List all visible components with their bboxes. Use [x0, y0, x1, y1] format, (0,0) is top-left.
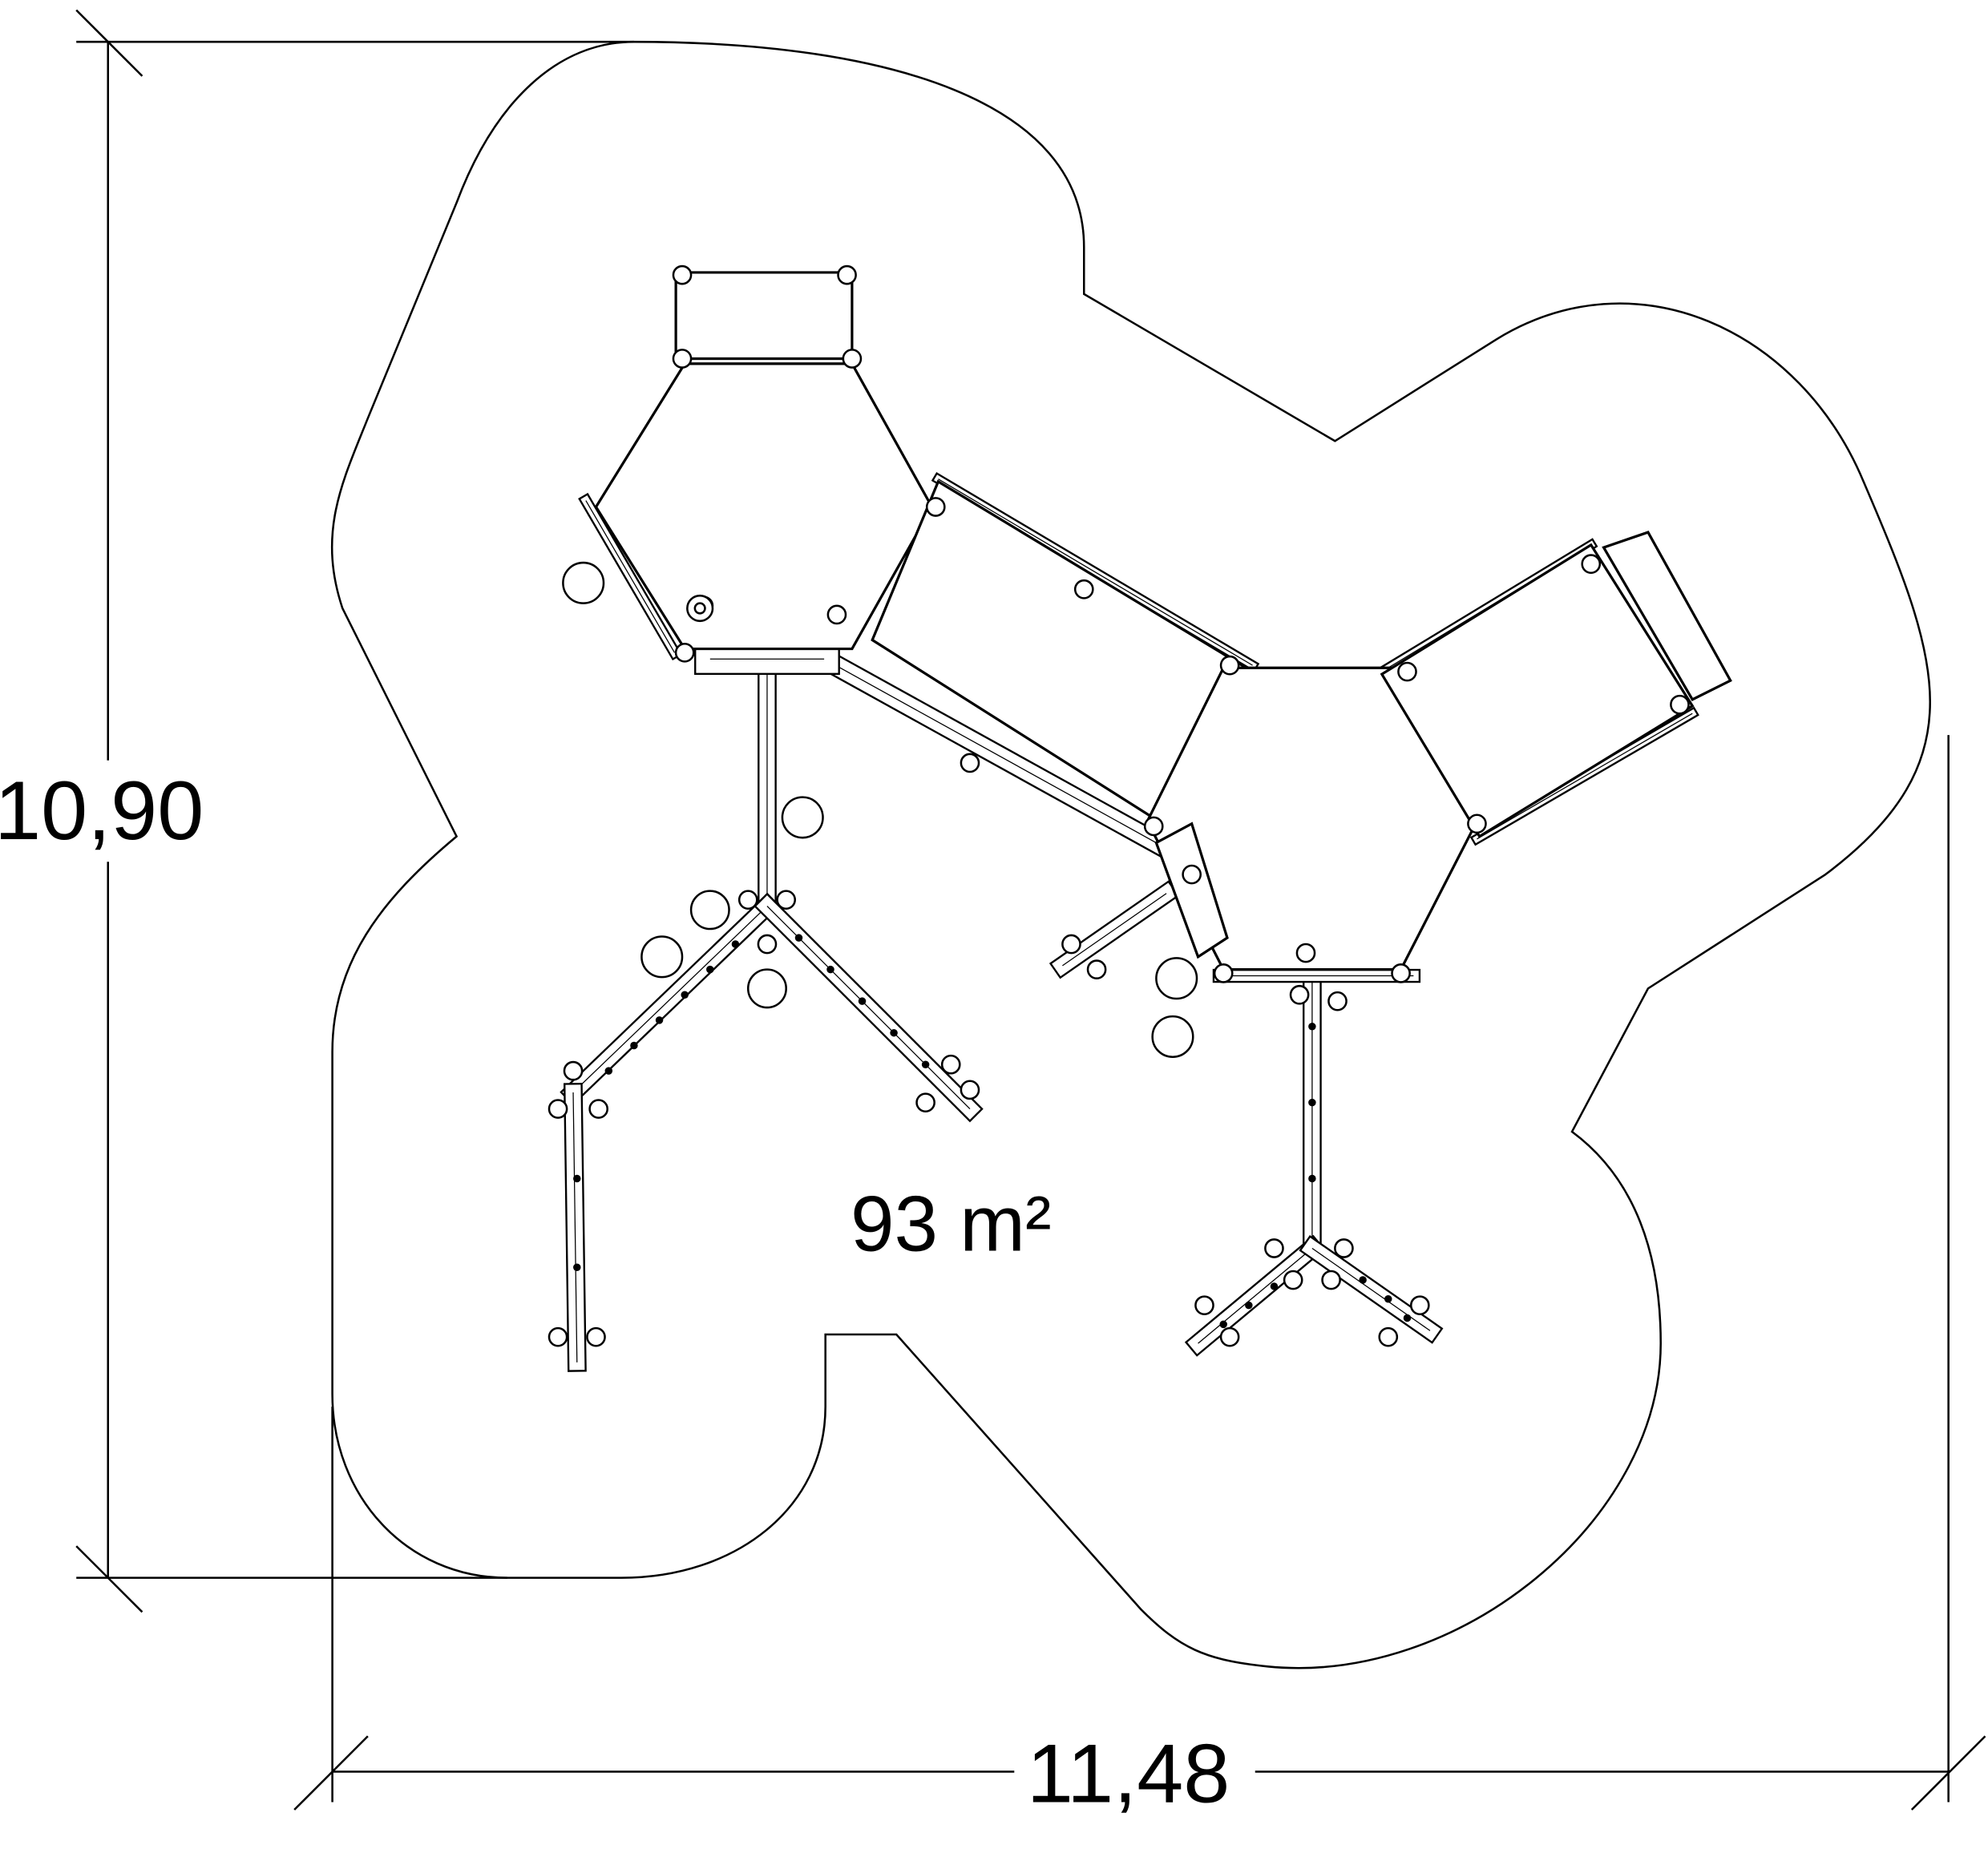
footing [548, 1326, 568, 1347]
post-cap [925, 497, 946, 517]
boulder [781, 796, 824, 839]
boulder [1151, 1015, 1194, 1059]
climbing-hold [655, 1016, 664, 1024]
footing [586, 1326, 606, 1347]
steering-wheel-hub [693, 602, 706, 615]
left-leg-arm-center [572, 906, 768, 1093]
height-dimension: 10,90 [0, 9, 634, 1613]
post-cap [1295, 943, 1316, 963]
left-leg-foot-center [572, 1092, 578, 1363]
bridge-deck-2-outline [1380, 543, 1695, 838]
footing [1283, 1270, 1303, 1290]
climbing-hold [890, 1028, 898, 1037]
footing [940, 1054, 961, 1075]
climbing-hold [1219, 1320, 1227, 1329]
footing [1378, 1326, 1399, 1347]
footing [737, 890, 758, 910]
post-cap [1391, 963, 1411, 983]
footing [563, 1060, 584, 1081]
boulder [562, 561, 605, 604]
climbing-hold [731, 940, 740, 948]
climbing-hold [573, 1263, 581, 1271]
post-cap [837, 264, 857, 285]
bridge-end-deck-outline [1602, 531, 1732, 701]
climbing-hold [794, 934, 803, 942]
rail-bridge-center [938, 478, 1253, 666]
rail-bridge2-lower-center [1477, 713, 1693, 840]
footing [1194, 1295, 1214, 1315]
ramp-deck-outline [1154, 822, 1229, 959]
post-cap [1467, 813, 1487, 834]
footing [1321, 1270, 1341, 1290]
footing [1264, 1238, 1284, 1258]
ramp-center [1062, 893, 1167, 967]
footing [1409, 1295, 1430, 1315]
climbing-hold [858, 997, 867, 1005]
post-cap [842, 349, 863, 369]
footing [757, 934, 778, 955]
post-cap [1397, 661, 1417, 682]
boulder [640, 935, 684, 979]
boulder [746, 968, 787, 1009]
height-dimension-label: 10,90 [0, 765, 204, 858]
climbing-hold [681, 991, 689, 999]
climbing-hold [1384, 1295, 1392, 1303]
slide-center [823, 658, 1157, 844]
climbing-hold [573, 1174, 581, 1183]
rail-left-center [585, 500, 676, 653]
climbing-hold [706, 965, 714, 974]
right-tower-leg-left-center [1198, 1248, 1313, 1344]
post-cap [1219, 655, 1240, 676]
area-label: 93 m² [851, 1180, 1052, 1268]
top-deck [674, 271, 854, 360]
play-equipment [548, 264, 1732, 1372]
climbing-hold [1308, 1023, 1316, 1031]
post-cap [672, 264, 693, 285]
footing [915, 1092, 935, 1112]
footing [1086, 959, 1107, 979]
footing [1219, 1326, 1240, 1347]
post-cap [826, 604, 847, 625]
footing [1334, 1238, 1354, 1258]
footing [588, 1099, 608, 1119]
climbing-hold [604, 1067, 613, 1075]
climbing-hold [1403, 1314, 1412, 1322]
climbing-hold [1359, 1276, 1367, 1284]
climbing-hold [1270, 1282, 1279, 1290]
post-cap [1670, 694, 1690, 715]
post-cap [1581, 554, 1602, 574]
boulder [689, 890, 730, 931]
footing [960, 1080, 980, 1100]
safety-zone-outline [330, 40, 1931, 1669]
boulder [1155, 957, 1198, 1000]
post-cap [1213, 963, 1234, 983]
post-cap [1073, 579, 1094, 600]
post-cap [674, 642, 695, 663]
boulder [960, 753, 980, 773]
footing [776, 890, 797, 910]
climbing-hold [826, 965, 834, 974]
climbing-hold [921, 1060, 930, 1068]
climbing-hold [630, 1041, 638, 1050]
width-dimension: 11,48 [293, 735, 1986, 1822]
post-cap [672, 349, 693, 369]
climbing-hold [1308, 1098, 1316, 1107]
footing [1327, 991, 1348, 1011]
footing [1061, 934, 1081, 955]
width-dimension-label: 11,48 [1027, 1727, 1230, 1820]
footing [1289, 984, 1310, 1005]
post-cap [1143, 816, 1164, 837]
footing [548, 1099, 568, 1119]
post-cap [1182, 864, 1202, 885]
climbing-hold [1245, 1301, 1253, 1310]
climbing-hold [1308, 1174, 1316, 1183]
